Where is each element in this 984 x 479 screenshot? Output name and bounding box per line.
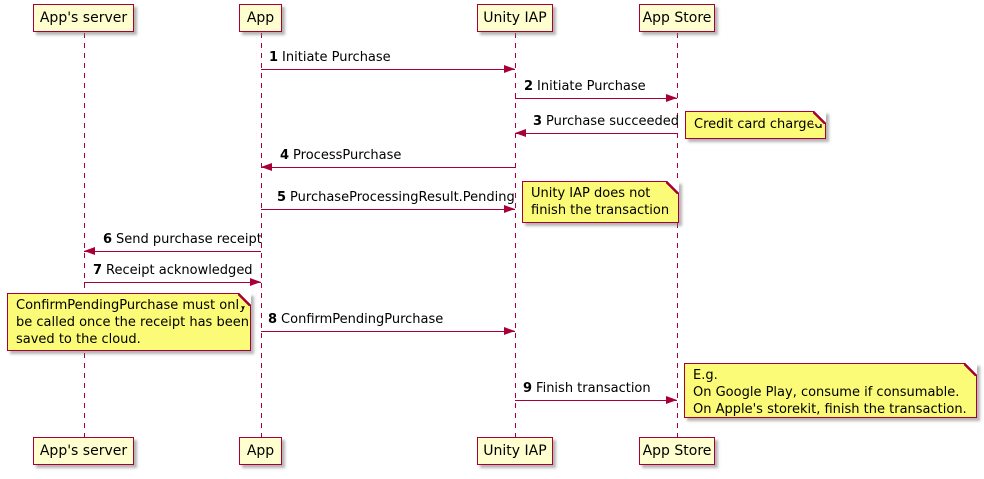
message-1-line	[261, 69, 515, 70]
message-number: 5	[277, 190, 287, 205]
arrowhead-right-icon	[250, 278, 261, 286]
participant-label: App Store	[642, 443, 712, 459]
participant-app-top: App	[239, 4, 282, 32]
message-text: ConfirmPendingPurchase	[281, 312, 444, 327]
participant-label: Unity IAP	[483, 443, 547, 459]
note-line: Unity IAP does not	[531, 186, 651, 201]
participant-apps-server-top: App's server	[33, 4, 134, 32]
note-line: On Google Play, consume if consumable.	[693, 385, 960, 400]
message-number: 1	[269, 50, 279, 65]
note-unity-iap-transaction: Unity IAP does not finish the transactio…	[522, 181, 679, 223]
arrowhead-right-icon	[504, 65, 515, 73]
message-6-line	[84, 251, 261, 252]
message-number: 7	[93, 263, 103, 278]
participant-app-store-bottom: App Store	[639, 437, 715, 465]
participant-unity-iap-bottom: Unity IAP	[477, 437, 553, 465]
arrowhead-left-icon	[515, 129, 526, 137]
message-4-line	[261, 167, 515, 168]
participant-label: App's server	[39, 443, 128, 459]
message-text: ProcessPurchase	[293, 148, 402, 163]
message-text: Initiate Purchase	[282, 50, 391, 65]
lifeline-app-store	[677, 33, 678, 437]
message-8-line	[261, 331, 515, 332]
arrowhead-left-icon	[84, 247, 95, 255]
participant-app-bottom: App	[239, 437, 282, 465]
message-text: Send purchase receipt	[116, 232, 262, 247]
note-line: Credit card charged	[694, 117, 823, 132]
message-number: 4	[280, 148, 290, 163]
message-text: Finish transaction	[536, 381, 651, 396]
arrowhead-right-icon	[666, 94, 677, 102]
note-line: ConfirmPendingPurchase must only	[16, 298, 247, 313]
note-fold-icon	[666, 181, 679, 194]
message-3-line	[515, 133, 677, 134]
participant-label: Unity IAP	[483, 10, 547, 26]
arrowhead-left-icon	[261, 163, 272, 171]
message-number: 9	[523, 381, 533, 396]
message-text: Purchase succeeded	[546, 114, 680, 129]
participant-app-store-top: App Store	[639, 4, 715, 32]
message-text: PurchaseProcessingResult.Pending	[290, 190, 515, 205]
message-2-line	[515, 98, 677, 99]
arrowhead-right-icon	[666, 396, 677, 404]
participant-apps-server-bottom: App's server	[33, 437, 134, 465]
lifeline-apps-server	[84, 33, 85, 437]
participant-label: App's server	[39, 10, 128, 26]
message-number: 3	[533, 114, 543, 129]
arrowhead-right-icon	[504, 205, 515, 213]
note-fold-icon	[238, 293, 251, 306]
note-line: E.g.	[693, 368, 718, 383]
note-finish-transaction-eg: E.g. On Google Play, consume if consumab…	[684, 363, 977, 418]
note-fold-icon	[964, 363, 977, 376]
note-line: finish the transaction	[531, 203, 670, 218]
lifeline-app	[261, 33, 262, 437]
message-text: Receipt acknowledged	[106, 263, 253, 278]
message-number: 2	[524, 79, 534, 94]
note-line: be called once the receipt has been	[16, 315, 249, 330]
message-7-line	[84, 282, 261, 283]
participant-unity-iap-top: Unity IAP	[477, 4, 553, 32]
participant-label: App	[246, 10, 275, 26]
message-number: 6	[103, 232, 113, 247]
participant-label: App Store	[642, 10, 712, 26]
lifeline-unity-iap	[515, 33, 516, 437]
message-9-line	[515, 400, 677, 401]
note-line: saved to the cloud.	[16, 332, 141, 347]
message-number: 8	[268, 312, 278, 327]
note-credit-card-charged: Credit card charged	[685, 111, 826, 139]
message-5-line	[261, 209, 515, 210]
note-line: On Apple's storekit, finish the transact…	[693, 402, 967, 417]
message-text: Initiate Purchase	[537, 79, 646, 94]
arrowhead-right-icon	[504, 327, 515, 335]
note-fold-icon	[813, 111, 826, 124]
participant-label: App	[246, 443, 275, 459]
note-confirm-pending-purchase: ConfirmPendingPurchase must only be call…	[7, 293, 251, 351]
